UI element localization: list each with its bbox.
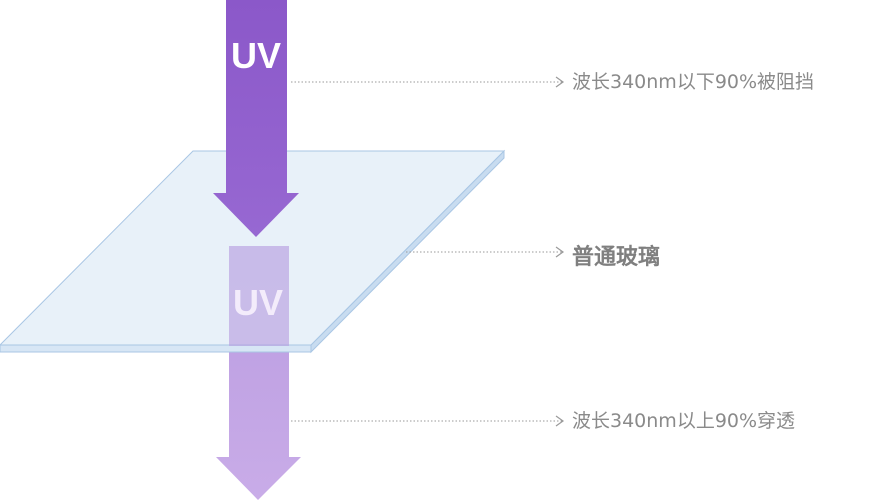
callout-blocked: 波长340nm以下90%被阻挡 [572,71,815,93]
transmitted-uv-arrow-overlay [229,246,289,346]
glass-pane-front-edge [0,344,312,353]
incoming-uv-arrow [213,0,299,237]
leader-line-blocked [291,76,565,88]
leader-line-transmitted [291,415,565,427]
callout-transmitted: 波长340nm以上90%穿透 [572,410,796,432]
incoming-uv-label: UV [231,35,281,76]
transmitted-uv-label: UV [233,282,283,323]
callout-glass: 普通玻璃 [572,245,661,270]
leader-line-glass [406,246,565,258]
